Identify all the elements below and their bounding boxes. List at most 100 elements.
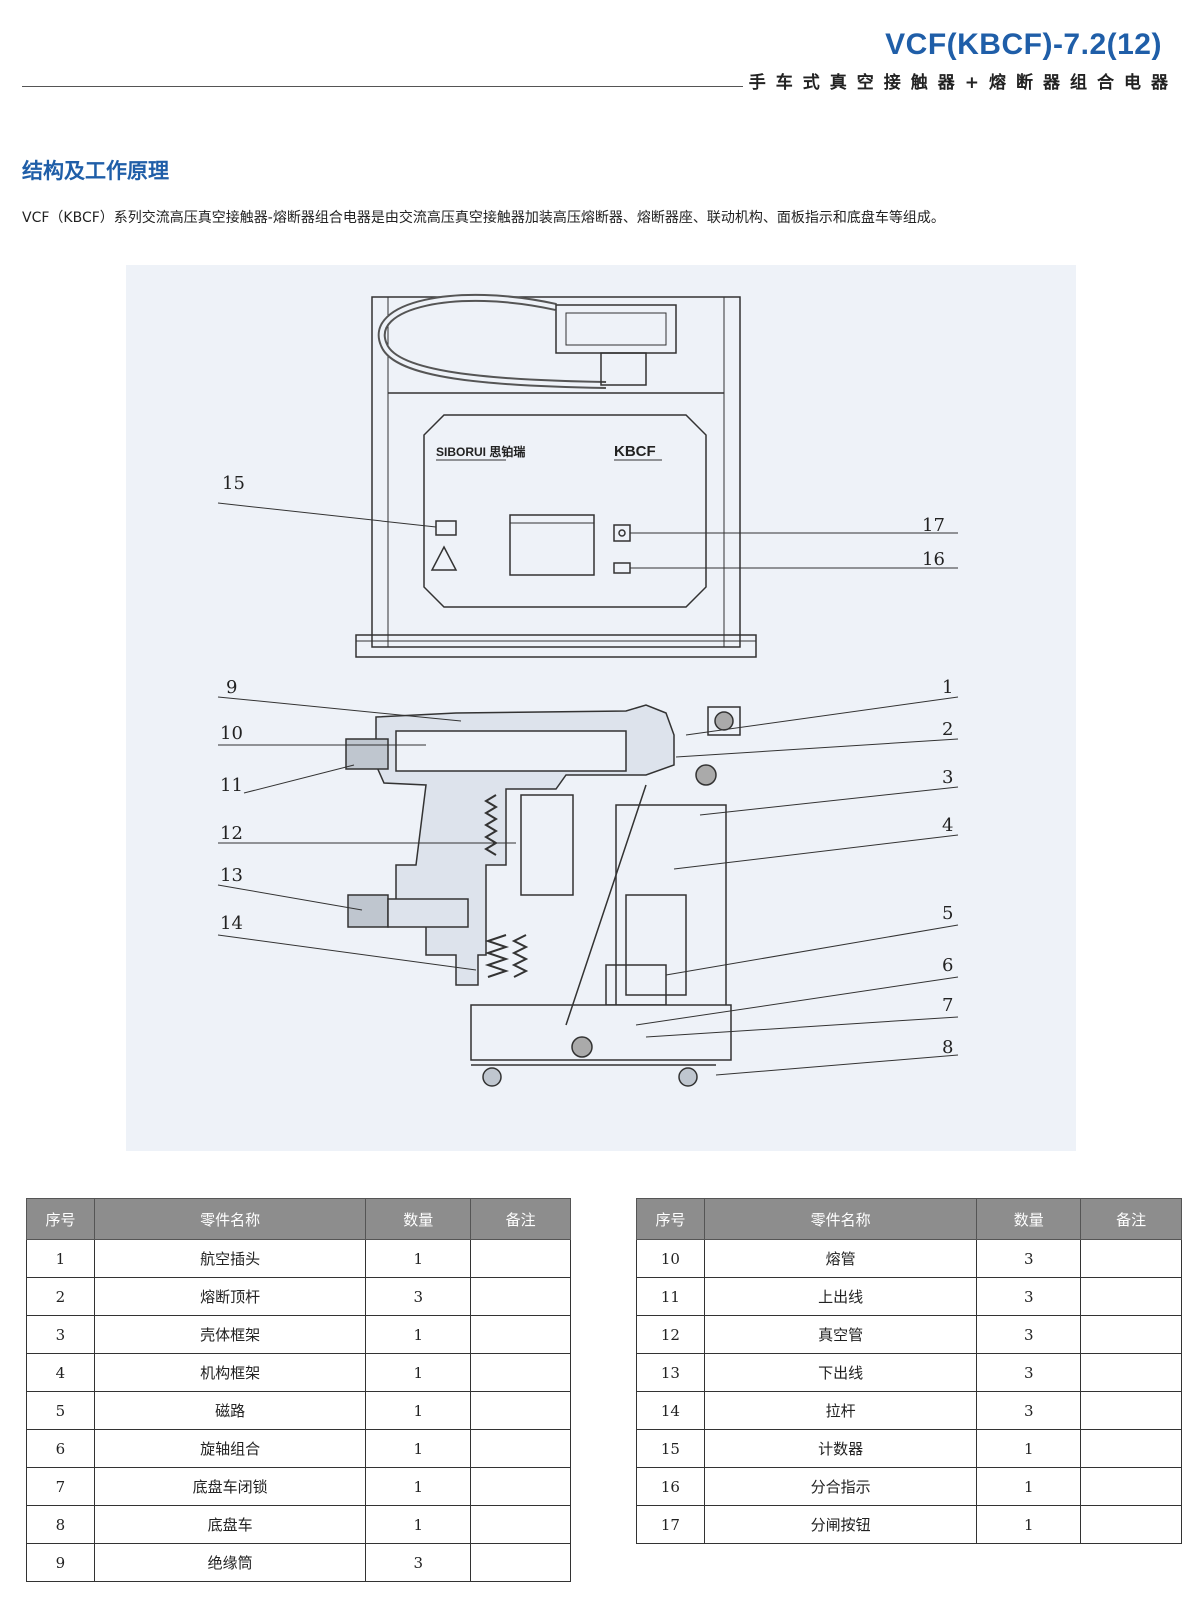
cell-note [1080,1353,1182,1392]
cell-note [470,1505,571,1544]
cell-qty: 1 [976,1467,1082,1506]
cell-no: 1 [26,1239,95,1278]
callout-9: 9 [226,677,237,698]
cell-no: 5 [26,1391,95,1430]
cell-qty: 3 [976,1239,1082,1278]
cell-name: 底盘车 [93,1505,367,1544]
cell-qty: 3 [365,1277,472,1316]
counter-window [435,520,457,536]
cell-qty: 1 [976,1505,1082,1544]
cell-name: 底盘车闭锁 [93,1467,367,1506]
front-panel [423,414,707,608]
cell-name: 分合指示 [703,1467,978,1506]
col-header-no: 序号 [636,1198,705,1240]
cell-qty: 3 [976,1277,1082,1316]
top-module [555,304,677,354]
callout-12: 12 [220,823,243,844]
cell-name: 机构框架 [93,1353,367,1392]
cell-note [1080,1239,1182,1278]
callout-8: 8 [942,1037,953,1058]
cell-name: 航空插头 [93,1239,367,1278]
cell-name: 旋轴组合 [93,1429,367,1468]
callout-16: 16 [922,549,945,570]
callout-13: 13 [220,865,243,886]
cell-name: 熔管 [703,1239,978,1278]
cell-no: 9 [26,1543,95,1582]
cell-note [1080,1315,1182,1354]
model-label: KBCF [614,443,656,460]
callout-15: 15 [222,473,245,494]
callout-5: 5 [942,903,953,924]
section-title: 结构及工作原理 [22,159,169,183]
cell-no: 7 [26,1467,95,1506]
cell-note [470,1543,571,1582]
table-header-row: 序号 零件名称 数量 备注 [26,1198,571,1240]
brand-label: SIBORUI 思铂瑞 [436,444,525,459]
col-header-qty: 数量 [976,1198,1082,1240]
cell-name: 壳体框架 [93,1315,367,1354]
cell-qty: 3 [976,1353,1082,1392]
cell-qty: 1 [365,1353,472,1392]
cell-note [1080,1391,1182,1430]
callout-14: 14 [220,913,243,934]
cell-note [470,1467,571,1506]
cell-no: 8 [26,1505,95,1544]
cell-name: 真空管 [703,1315,978,1354]
cell-qty: 1 [365,1391,472,1430]
page-subtitle: 手车式真空接触器+熔断器组合电器 [742,68,1178,93]
cell-note [1080,1429,1182,1468]
cell-qty: 1 [976,1429,1082,1468]
display-window [509,514,595,576]
cell-note [470,1239,571,1278]
col-header-note: 备注 [1080,1198,1182,1240]
cell-no: 2 [26,1277,95,1316]
col-header-name: 零件名称 [93,1198,367,1240]
callout-labels: 15 9 10 11 12 13 14 17 16 1 2 3 4 5 6 7 … [220,473,953,1058]
callout-10: 10 [220,723,243,744]
cell-note [470,1277,571,1316]
cell-name: 磁路 [93,1391,367,1430]
cell-qty: 1 [365,1315,472,1354]
cell-no: 4 [26,1353,95,1392]
cell-name: 上出线 [703,1277,978,1316]
cell-name: 熔断顶杆 [93,1277,367,1316]
cell-no: 13 [636,1353,705,1392]
cell-note [1080,1505,1182,1544]
cell-qty: 1 [365,1429,472,1468]
cell-qty: 3 [976,1315,1082,1354]
cell-no: 11 [636,1277,705,1316]
callout-3: 3 [942,767,953,788]
cell-note [470,1353,571,1392]
cell-qty: 1 [365,1505,472,1544]
product-drawing: SIBORUI 思铂瑞 KBCF [126,265,1076,1151]
cell-no: 17 [636,1505,705,1544]
col-header-note: 备注 [470,1198,571,1240]
cell-note [1080,1277,1182,1316]
cell-no: 10 [636,1239,705,1278]
callout-11: 11 [220,775,243,796]
front-cabinet [371,296,741,648]
table-header-row: 序号 零件名称 数量 备注 [636,1198,1182,1240]
cell-no: 6 [26,1429,95,1468]
cell-name: 分闸按钮 [703,1505,978,1544]
hose [377,294,607,389]
callout-1: 1 [942,677,953,698]
cell-no: 3 [26,1315,95,1354]
callout-6: 6 [942,955,953,976]
